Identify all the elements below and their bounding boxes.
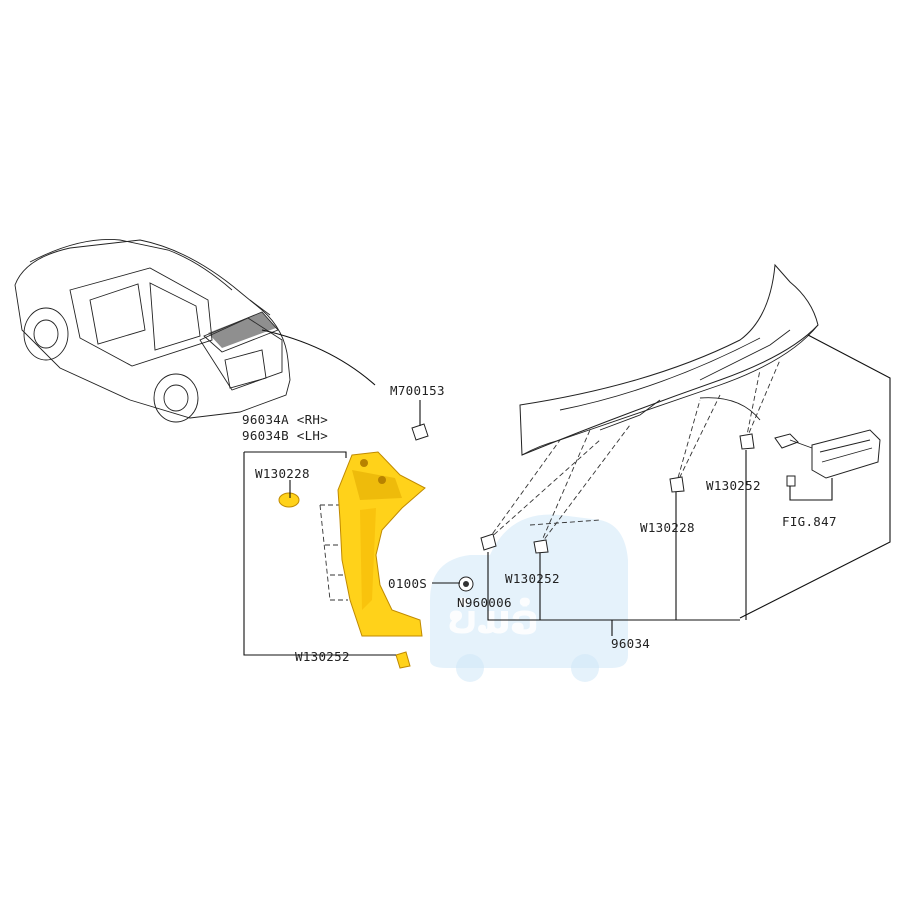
label-w130252-right: W130252 (706, 478, 761, 493)
label-0100s: 0100S (388, 576, 427, 591)
spoiler-bracket-highlighted (337, 451, 426, 637)
clip-w130252-right-icon (739, 433, 755, 450)
label-part-lh: 96034B <LH> (242, 428, 328, 443)
screw-m700153-icon (411, 423, 429, 441)
label-w130228-right: W130228 (640, 520, 695, 535)
label-w130252-bottom: W130252 (295, 649, 350, 664)
label-96034: 96034 (611, 636, 650, 651)
clip-w130252-bottom-icon (395, 651, 411, 669)
assembly-frame (739, 334, 891, 619)
leader-lines (243, 400, 833, 656)
clip-w130228-left-icon (278, 492, 300, 508)
label-w130228-left: W130228 (255, 466, 310, 481)
car-leader-line (261, 329, 376, 386)
clip-n960006-icon (480, 533, 497, 551)
label-fig847: FIG.847 (782, 514, 837, 529)
label-part-rh: 96034A <RH> (242, 412, 328, 427)
vehicle-illustration (14, 239, 291, 423)
clip-w130228-right-icon (669, 476, 685, 493)
stop-lamp-assembly (774, 429, 881, 487)
rear-spoiler-96034 (519, 263, 819, 456)
label-w130252-mid: W130252 (505, 571, 560, 586)
clip-parts (278, 423, 755, 669)
clip-w130252-mid-icon (533, 539, 549, 554)
label-n960006: N960006 (457, 595, 512, 610)
label-m700153: M700153 (390, 383, 445, 398)
